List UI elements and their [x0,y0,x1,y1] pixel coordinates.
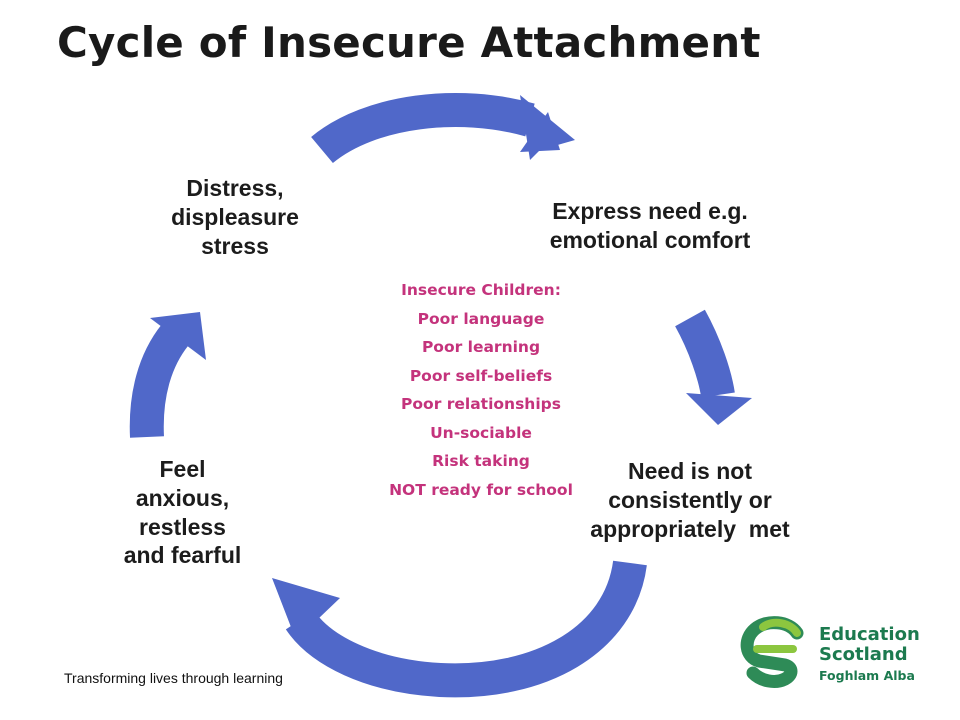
node-anxious-line: Feel [159,456,206,482]
node-distress-line: displeasure [171,203,299,230]
arrow-right [675,309,752,425]
node-express-line: Express need e.g. [552,198,748,224]
node-unmet-line: Need is not [628,458,752,484]
center-item: Risk taking [432,452,530,470]
arrow-left [129,312,206,438]
node-anxious-line: and fearful [123,542,242,569]
center-item: Poor self-beliefs [409,366,553,385]
center-heading: Insecure Children: [401,281,561,299]
logo-mark-icon [740,616,808,688]
logo-wordmark: Education Scotland Foghlam Alba [819,625,920,686]
center-item: Un-sociable [430,423,532,442]
node-anxious-line: anxious, [135,484,230,511]
node-anxious: Feel anxious, restless and fearful [85,455,280,570]
logo-line-foghlam: Foghlam Alba [819,668,915,683]
node-distress-line: Distress, [186,175,284,201]
node-distress-line: stress [201,232,269,259]
logo-line-education: Education [819,624,920,645]
footer-tagline: Transforming lives through learning [64,670,283,686]
center-item: Poor relationships [401,395,561,413]
arrow-bottom [272,560,647,698]
arrow-top [311,93,575,164]
logo-line-scotland: Scotland [819,644,908,665]
center-item: Poor language [417,309,545,328]
insecure-children-list: Insecure Children: Poor language Poor le… [365,276,597,504]
page-title: Cycle of Insecure Attachment [57,18,761,67]
node-express-need: Express need e.g. emotional comfort [495,197,805,255]
center-item: NOT ready for school [389,480,573,499]
node-distress: Distress, displeasure stress [140,174,330,260]
education-scotland-logo: Education Scotland Foghlam Alba [737,615,937,690]
center-item: Poor learning [421,338,541,356]
node-need-unmet: Need is not consistently or appropriatel… [550,457,830,543]
node-unmet-line: appropriately met [590,515,790,542]
node-express-line: emotional comfort [549,226,751,253]
node-anxious-line: restless [139,513,226,540]
node-unmet-line: consistently or [608,486,772,513]
